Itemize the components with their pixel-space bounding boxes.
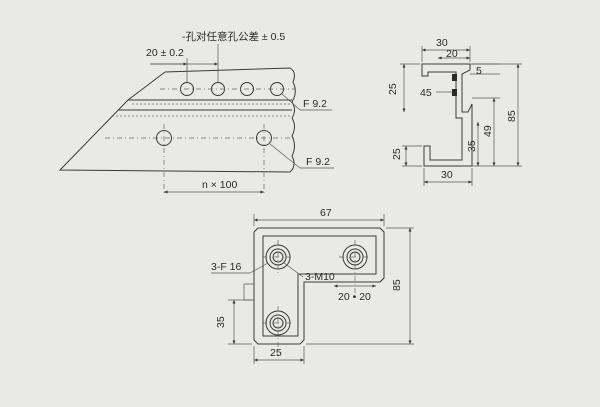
upper-hole-row — [160, 82, 296, 96]
dim-20: 20 — [446, 48, 458, 60]
lower-hole-row — [105, 124, 296, 196]
dim-25-bottom: 25 — [391, 148, 403, 160]
leader-line — [269, 143, 301, 169]
bracket-hole-top-left — [262, 240, 294, 274]
bracket-outline — [253, 227, 385, 345]
holes-callout: 3-F 16 — [211, 261, 242, 273]
dim-25-bracket: 25 — [270, 347, 282, 359]
hatch-block — [452, 74, 457, 81]
rail-top-view: -孔对任意孔公差 ± 0.5 20 ± 0.2 F 9.2 F 9.2 n × … — [58, 30, 334, 196]
leader-line — [281, 93, 301, 111]
dim-30-top: 30 — [436, 37, 448, 49]
thread-callout: 3-M10 — [305, 271, 335, 283]
dim-85-bracket: 85 — [391, 279, 403, 291]
pitch-20-label: 20 ± 0.2 — [146, 47, 184, 59]
dim-67: 67 — [320, 207, 332, 219]
dim-49: 49 — [482, 125, 494, 137]
rail-upper-edge — [164, 67, 296, 119]
dim-25-left: 25 — [387, 83, 399, 95]
dim-45: 45 — [420, 87, 432, 99]
hole-callout-lower: F 9.2 — [306, 156, 330, 168]
dim-35-bracket: 35 — [215, 316, 227, 328]
rail-lower-outline — [58, 71, 295, 173]
leader-line — [249, 262, 269, 274]
bracket-hole-bottom — [262, 306, 294, 356]
bracket-view: 67 3-F 16 3-M10 20 • 20 85 35 25 — [211, 207, 414, 364]
bracket-inner-outline — [262, 235, 377, 337]
tolerance-note: -孔对任意孔公差 ± 0.5 — [182, 30, 285, 43]
bracket-hole-top-right — [339, 240, 371, 296]
section-profile — [421, 63, 473, 167]
hole-callout-upper: F 9.2 — [303, 98, 327, 110]
dim-5: 5 — [476, 65, 482, 77]
dim-85: 85 — [506, 110, 518, 122]
hatch-block — [452, 89, 457, 96]
dim-35: 35 — [466, 140, 478, 152]
bracket-tab — [243, 283, 254, 301]
dim-30-bottom: 30 — [441, 169, 453, 181]
pitch-n-label: n × 100 — [202, 179, 237, 191]
pitch-20x20: 20 • 20 — [338, 291, 371, 303]
lower-hole — [256, 130, 272, 146]
rail-section-view: 30 20 5 25 45 49 85 35 25 30 — [387, 37, 522, 186]
leader-line — [282, 261, 304, 278]
